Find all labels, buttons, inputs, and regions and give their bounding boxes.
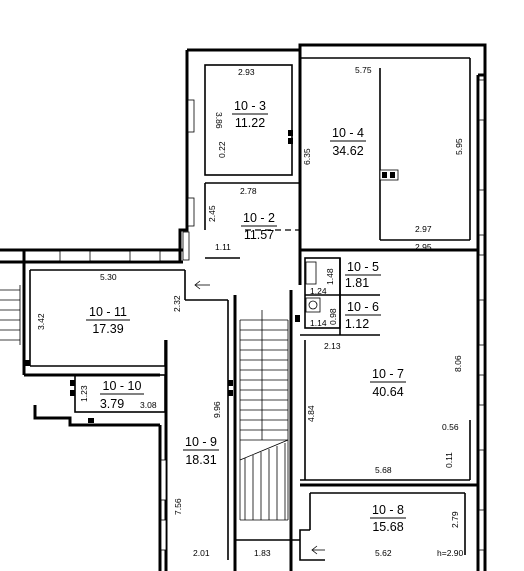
dimension-label: 1.23 — [79, 385, 89, 402]
socket-icon — [295, 315, 300, 322]
dimension-label: 0.11 — [444, 452, 454, 468]
room-area: 34.62 — [332, 144, 363, 158]
dimension-label: 6.35 — [302, 148, 312, 165]
room-label-10-8: 10 - 8 15.68 — [370, 503, 406, 534]
dimension-label: 5.62 — [375, 548, 392, 558]
toilet-bowl-icon — [308, 300, 318, 310]
room-area: 11.22 — [235, 116, 265, 130]
dimension-label: 4.84 — [306, 405, 316, 422]
windows — [59, 79, 485, 551]
dimension-label: 2.45 — [207, 205, 217, 222]
dimension-label: 1.24 — [310, 286, 327, 296]
dimension-label: 2.95 — [415, 242, 432, 252]
room-area: 11.57 — [244, 228, 274, 242]
socket-icon — [288, 130, 293, 136]
dimension-label: 2.01 — [193, 548, 210, 558]
room-label-10-7: 10 - 7 40.64 — [370, 367, 406, 399]
room-labels: 10 - 3 11.22 10 - 4 34.62 10 - 2 11.57 1… — [86, 99, 406, 534]
socket-icon — [70, 380, 75, 386]
dimension-labels: 2.93 3.86 0.22 5.75 6.35 5.95 2.78 2.45 … — [36, 65, 464, 558]
room-number: 10 - 3 — [234, 99, 266, 113]
dimension-label: 5.75 — [355, 65, 372, 75]
socket-icon — [288, 138, 293, 144]
room-number: 10 - 4 — [332, 126, 364, 140]
socket-icon — [88, 418, 94, 423]
socket-icon — [228, 380, 233, 386]
room-number: 10 - 8 — [372, 503, 404, 517]
dimension-label: 3.86 — [214, 112, 224, 129]
dimension-label: 2.13 — [324, 341, 341, 351]
socket-icon — [70, 390, 75, 396]
toilet-icon — [305, 297, 321, 313]
room-label-10-11: 10 - 11 17.39 — [86, 305, 130, 336]
room-area: 1.12 — [345, 317, 369, 331]
dimension-label: 0.98 — [328, 308, 338, 325]
dimension-label: 2.93 — [238, 67, 255, 77]
room-label-10-2: 10 - 2 11.57 — [241, 211, 277, 242]
symbols — [25, 130, 399, 555]
socket-icon — [25, 360, 30, 366]
dimension-label: 2.32 — [172, 295, 182, 312]
room-number: 10 - 7 — [372, 367, 404, 381]
dimension-label: 2.78 — [240, 186, 257, 196]
dimension-label: 5.30 — [100, 272, 117, 282]
room-label-10-6: 10 - 6 1.12 — [345, 300, 381, 331]
room-number: 10 - 5 — [347, 260, 379, 274]
room-area: 17.39 — [92, 322, 123, 336]
dimension-label: 3.08 — [140, 400, 157, 410]
room-number: 10 - 10 — [103, 379, 142, 393]
dimension-label: 1.11 — [215, 242, 231, 252]
socket-icon — [228, 390, 233, 396]
socket-icon — [390, 172, 395, 178]
dimension-label: 7.56 — [173, 498, 183, 515]
dimension-label: 2.79 — [450, 511, 460, 528]
room-number: 10 - 9 — [185, 435, 217, 449]
dimension-label: 1.83 — [254, 548, 271, 558]
dimension-label: 1.14 — [310, 318, 327, 328]
room-area: 40.64 — [372, 385, 403, 399]
dimension-label: 0.56 — [442, 422, 459, 432]
socket-icon — [382, 172, 387, 178]
room-area: 18.31 — [185, 453, 216, 467]
room-label-10-5: 10 - 5 1.81 — [345, 260, 381, 290]
room-number: 10 - 2 — [243, 211, 275, 225]
exterior-stair — [0, 285, 21, 345]
dimension-label: 3.42 — [36, 313, 46, 330]
dimension-label: 5.95 — [454, 138, 464, 155]
room-number: 10 - 6 — [347, 300, 379, 314]
room-area: 1.81 — [345, 276, 369, 290]
staircase — [239, 310, 289, 521]
room-number: 10 - 11 — [89, 305, 127, 319]
dimension-label: 5.68 — [375, 465, 392, 475]
dimension-label: 9.96 — [212, 401, 222, 418]
room-area: 15.68 — [372, 520, 403, 534]
room-label-10-4: 10 - 4 34.62 — [330, 126, 366, 158]
sink-icon — [305, 261, 317, 285]
dimension-label: 2.97 — [415, 224, 432, 234]
dimension-label: 8.06 — [453, 355, 463, 372]
room-area: 3.79 — [100, 397, 124, 411]
dimension-label: h=2.90 — [437, 548, 464, 558]
dimension-label: 0.22 — [217, 141, 227, 158]
fixture-icon — [379, 169, 399, 181]
room-label-10-9: 10 - 9 18.31 — [183, 435, 219, 467]
room-label-10-10: 10 - 10 3.79 — [100, 379, 144, 411]
dimension-label: 1.48 — [325, 268, 335, 285]
room-label-10-3: 10 - 3 11.22 — [232, 99, 268, 130]
